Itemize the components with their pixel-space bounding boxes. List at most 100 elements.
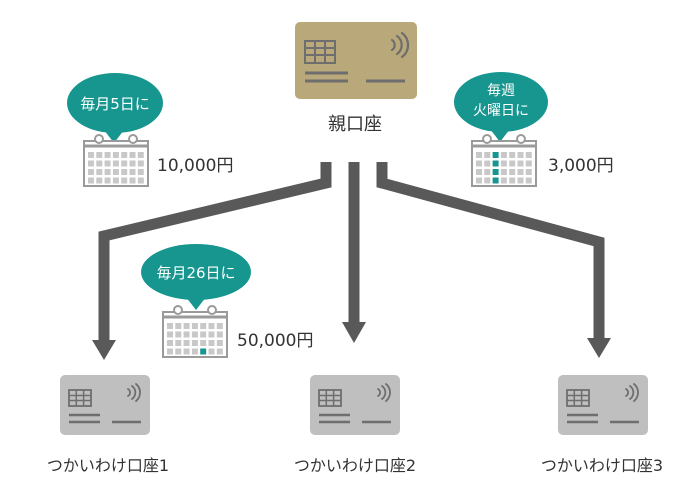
child-account-1-label: つかいわけ口座1 (47, 456, 169, 475)
calendar-day-cell (492, 177, 499, 184)
calendar-day-cell (129, 169, 136, 175)
calendar-day-cell (112, 177, 119, 184)
calendar-day-cell (112, 160, 119, 167)
calendar-day-cell (500, 169, 507, 175)
calendar-day-cell (88, 160, 94, 167)
calendar-day-cell (112, 169, 119, 175)
card-chip (566, 389, 590, 407)
calendar-day-cell (525, 177, 532, 184)
contactless-icon (135, 383, 141, 402)
calendar-day-cell (500, 177, 507, 184)
calendar-day-cell (121, 160, 128, 167)
calendar-day-cell (200, 340, 207, 346)
contactless-icon (625, 388, 629, 397)
schedule-1-amount: 10,000円 (157, 156, 233, 176)
parent-card: 親口座 (295, 22, 417, 135)
child-account-2-label: つかいわけ口座2 (294, 456, 416, 475)
calendar-day-cell (104, 152, 111, 158)
contactless-icon (131, 385, 137, 400)
child-card-2: つかいわけ口座2 (294, 375, 416, 475)
calendar-day-cell (484, 160, 491, 167)
calendar-day-cell (492, 152, 499, 158)
calendar-day-cell (183, 348, 190, 355)
calendar-day-cell (509, 152, 516, 158)
child-account-3-label: つかいわけ口座3 (541, 456, 663, 475)
schedule-2-text-line-1: 毎週 (487, 83, 515, 99)
calendar-day-cell (104, 160, 111, 167)
calendar-day-cell (216, 331, 223, 338)
calendar-day-cell (208, 331, 215, 338)
card-icon (295, 22, 417, 99)
calendar-day-cell (175, 323, 182, 329)
calendar-day-cell (500, 160, 507, 167)
child-card-1: つかいわけ口座1 (47, 375, 169, 475)
calendar-day-cell (517, 160, 524, 167)
calendar-day-cell (183, 323, 190, 329)
calendar-day-cell (476, 177, 482, 184)
contactless-icon (633, 383, 639, 402)
calendar-day-cell (175, 340, 182, 346)
calendar-day-cell (96, 160, 103, 167)
calendar-day-cell (200, 348, 207, 355)
calendar-day-cell (476, 169, 482, 175)
calendar-day-cell (137, 177, 144, 184)
calendar-icon (83, 134, 149, 187)
calendar-day-cell (525, 152, 532, 158)
calendar-day-cell (175, 331, 182, 338)
schedule-3-text: 毎月26日に (156, 264, 235, 282)
contactless-icon (390, 31, 410, 59)
contactless-icon (381, 385, 387, 400)
schedule-2: 毎週 火曜日に 3,000円 (454, 72, 614, 187)
calendar-day-cell (96, 169, 103, 175)
calendar-day-cell (121, 177, 128, 184)
schedule-1: 毎月5日に 10,000円 (67, 73, 233, 187)
calendar-day-cell (476, 160, 482, 167)
calendar-icon (471, 134, 537, 187)
calendar-day-cell (121, 169, 128, 175)
calendar-day-cell (191, 340, 198, 346)
card-chip (318, 389, 342, 407)
schedule-3-amount: 50,000円 (237, 331, 313, 351)
calendar-day-cell (208, 348, 215, 355)
calendar-day-cell (129, 177, 136, 184)
calendar-day-cell (175, 348, 182, 355)
contactless-icon (629, 385, 635, 400)
calendar-day-cell (121, 152, 128, 158)
calendar-day-cell (104, 169, 111, 175)
arrow-to-child-3 (376, 162, 611, 358)
card-chip-grid (304, 40, 336, 64)
calendar-day-cell (191, 323, 198, 329)
calendar-day-cell (484, 177, 491, 184)
speech-bubble: 毎月5日に (67, 73, 163, 143)
card-chip (68, 389, 92, 407)
contactless-icon (377, 388, 381, 397)
calendar-icon (162, 305, 228, 358)
calendar-day-cell (525, 169, 532, 175)
schedule-2-amount: 3,000円 (548, 156, 614, 176)
calendar-day-cell (216, 323, 223, 329)
calendar-day-cell (476, 152, 482, 158)
calendar-day-cell (129, 160, 136, 167)
calendar-day-cell (96, 152, 103, 158)
calendar-day-cell (525, 160, 532, 167)
calendar-day-cell (112, 152, 119, 158)
calendar-day-cell (200, 331, 207, 338)
calendar-day-cell (167, 348, 173, 355)
calendar-day-cell (191, 331, 198, 338)
calendar-day-cell (208, 323, 215, 329)
calendar-day-cell (167, 331, 173, 338)
calendar-day-cell (96, 177, 103, 184)
calendar-day-cell (88, 177, 94, 184)
arrows (92, 162, 611, 360)
calendar-day-cell (517, 177, 524, 184)
calendar-day-cell (200, 323, 207, 329)
arrow-to-child-2 (342, 162, 366, 343)
calendar-day-cell (191, 348, 198, 355)
calendar-day-cell (137, 152, 144, 158)
calendar-day-cell (88, 152, 94, 158)
calendar-day-cell (500, 152, 507, 158)
calendar-day-cell (509, 160, 516, 167)
calendar-day-cell (509, 177, 516, 184)
speech-bubble: 毎月26日に (141, 244, 251, 310)
